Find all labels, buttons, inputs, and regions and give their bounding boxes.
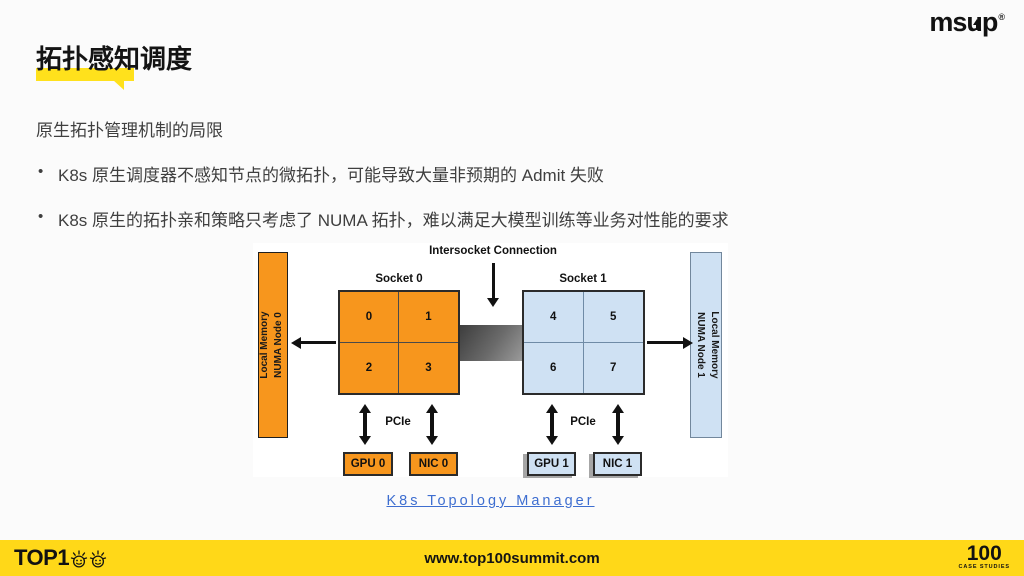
- lightbulb-icon: [70, 549, 88, 568]
- bullet-item: K8s 原生的拓扑亲和策略只考虑了 NUMA 拓扑，难以满足大模型训练等业务对性…: [38, 206, 729, 231]
- down-arrow-icon: [487, 263, 499, 307]
- top100-logo-text: TOP1: [14, 545, 70, 570]
- left-arrow-icon: [291, 336, 336, 349]
- title-block: 拓扑感知调度: [36, 44, 193, 90]
- memory-bar-numa0: Local Memory NUMA Node 0: [258, 252, 288, 438]
- subtitle: 原生拓扑管理机制的局限: [36, 121, 223, 140]
- cpu-core-cell: 5: [583, 292, 643, 343]
- up-arrow-icon: [973, 19, 982, 30]
- socket1-label: Socket 1: [559, 273, 607, 285]
- top100-logo: TOP1: [14, 540, 107, 576]
- footer-bar: TOP1: [0, 540, 1024, 576]
- socket1-box: 4 5 6 7: [522, 290, 645, 395]
- msup-logo: msup®: [929, 7, 1005, 39]
- pcie-double-arrow-icon: [359, 404, 371, 445]
- intersocket-connection-bar: [460, 325, 522, 361]
- cpu-core-cell: 4: [524, 292, 584, 343]
- memory-bar-numa0-label: Local Memory NUMA Node 0: [259, 311, 284, 379]
- bullet-text: K8s 原生调度器不感知节点的微拓扑，可能导致大量非预期的 Admit 失败: [58, 166, 604, 185]
- summit-url: www.top100summit.com: [424, 549, 600, 567]
- cpu-core-cell: 0: [340, 292, 399, 343]
- diagram-caption: K8s Topology Manager: [253, 492, 728, 510]
- cpu-core-cell: 6: [524, 342, 584, 393]
- cpu-core-cell: 1: [399, 292, 458, 343]
- nic0-box: NIC 0: [409, 452, 458, 476]
- case-studies-logo-label: CASE STUDIES: [958, 564, 1010, 570]
- case-studies-logo: 100 CASE STUDIES: [959, 543, 1010, 571]
- nic1-box: NIC 1: [593, 452, 642, 476]
- lightbulb-icon: [89, 549, 107, 568]
- right-arrow-icon: [647, 336, 693, 349]
- cpu-core-cell: 7: [610, 361, 617, 374]
- topology-diagram: Intersocket Connection Local Memory NUMA…: [253, 243, 728, 477]
- pcie-label-numa0: PCIe: [385, 416, 411, 428]
- cpu-core-cell: 2: [340, 342, 399, 393]
- bullet-dot: [38, 206, 58, 228]
- gpu1-box: GPU 1: [527, 452, 576, 476]
- pcie-label-numa1: PCIe: [570, 416, 596, 428]
- cpu-core-cell: 3: [425, 361, 432, 374]
- msup-logo-text: msup: [929, 7, 998, 37]
- bullet-dot: [38, 161, 58, 183]
- case-studies-logo-number: 100: [966, 542, 1002, 565]
- gpu0-box: GPU 0: [343, 452, 393, 476]
- memory-bar-numa1: Local Memory NUMA Node 1: [690, 252, 722, 438]
- pcie-double-arrow-icon: [612, 404, 624, 445]
- pcie-double-arrow-icon: [426, 404, 438, 445]
- bullet-item: K8s 原生调度器不感知节点的微拓扑，可能导致大量非预期的 Admit 失败: [38, 161, 604, 186]
- memory-bar-numa1-label: Local Memory NUMA Node 1: [695, 311, 721, 379]
- socket0-box: 0 1 2 3: [338, 290, 460, 395]
- intersocket-connection-label: Intersocket Connection: [429, 245, 557, 257]
- registered-mark: ®: [998, 12, 1005, 22]
- page-title: 拓扑感知调度: [36, 44, 193, 74]
- pcie-double-arrow-icon: [546, 404, 558, 445]
- title-highlight: [36, 68, 134, 90]
- topology-manager-link[interactable]: K8s Topology Manager: [386, 493, 595, 509]
- bullet-text: K8s 原生的拓扑亲和策略只考虑了 NUMA 拓扑，难以满足大模型训练等业务对性…: [58, 211, 729, 230]
- socket0-label: Socket 0: [375, 273, 423, 285]
